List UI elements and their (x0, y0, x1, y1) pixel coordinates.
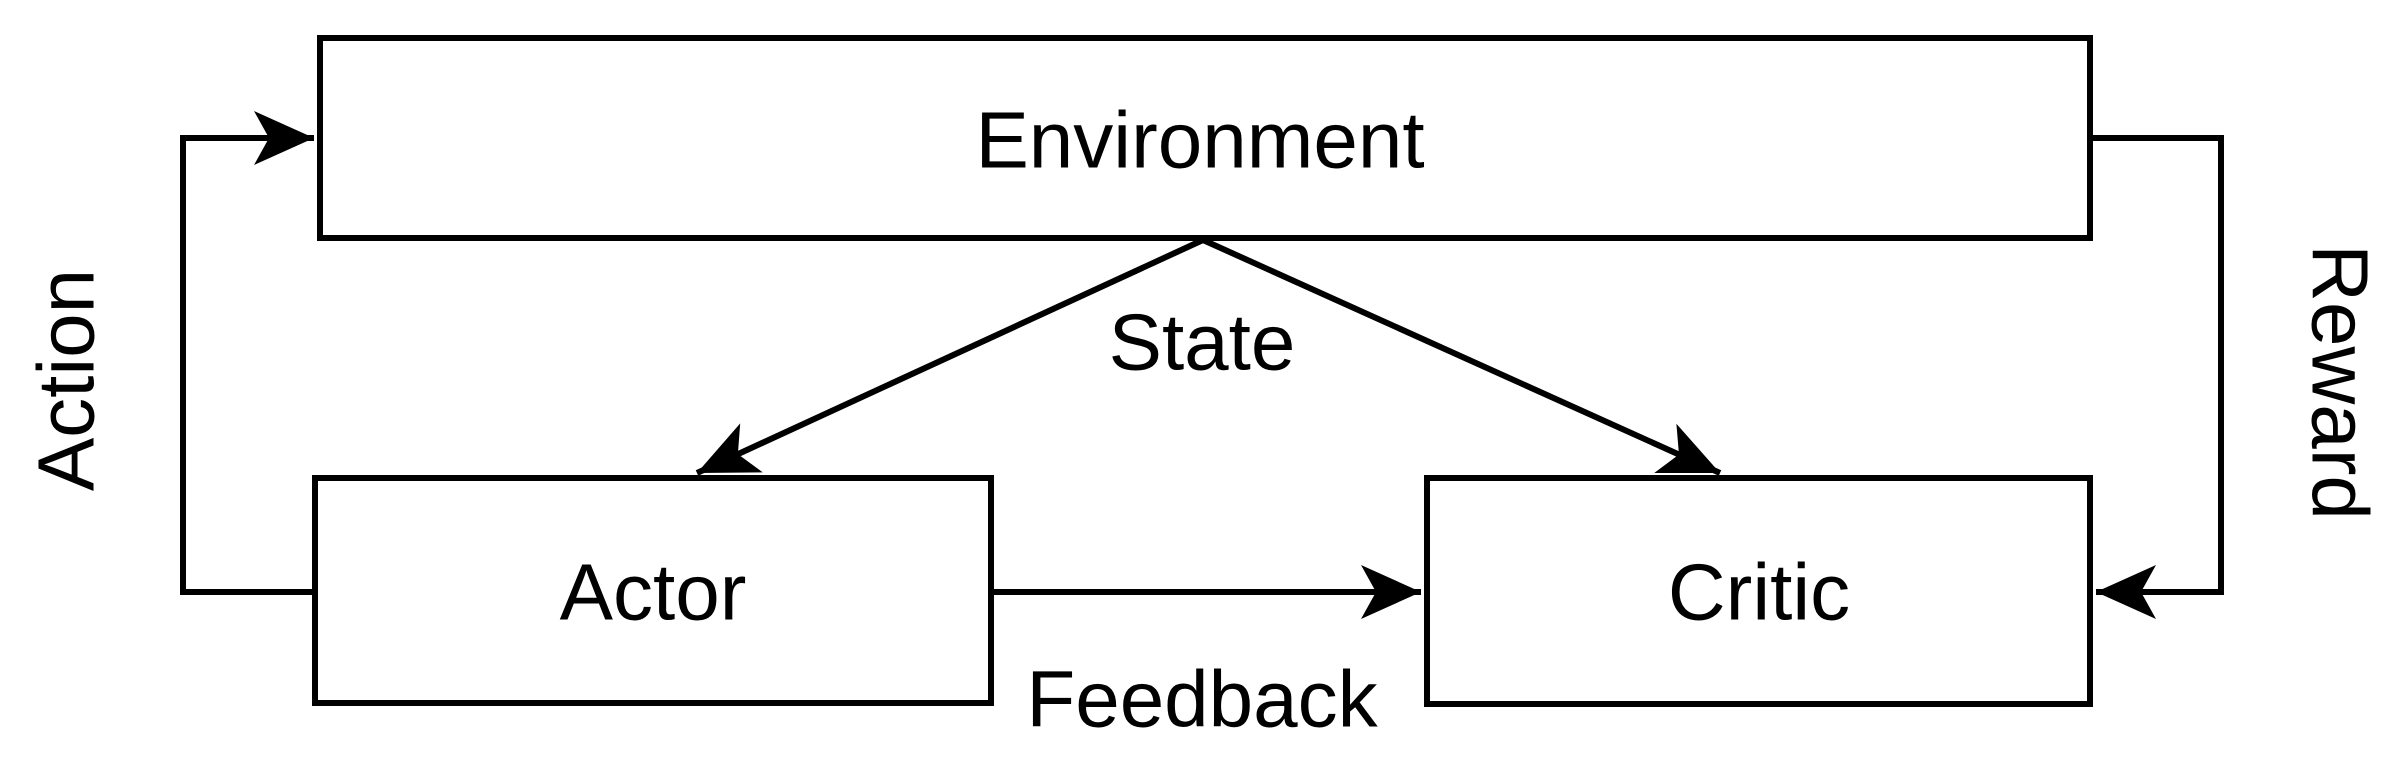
action-arrow (180, 111, 315, 595)
state-arrow-to-critic (1201, 237, 1722, 476)
critic-box (1424, 475, 2093, 707)
edge-state: State (695, 237, 1722, 476)
node-critic: Critic (1424, 475, 2093, 707)
actor-label: Actor (560, 548, 747, 637)
node-environment: Environment (317, 35, 2093, 241)
edge-action: Action (22, 111, 315, 595)
environment-box (317, 35, 2093, 241)
edge-reward: Reward (2090, 135, 2385, 619)
critic-label: Critic (1668, 548, 1850, 637)
actor-box (312, 475, 994, 706)
reward-edge-label: Reward (2296, 244, 2385, 520)
node-actor: Actor (312, 475, 994, 706)
state-edge-label: State (1109, 298, 1296, 387)
feedback-edge-label: Feedback (1026, 655, 1378, 744)
edge-feedback: Feedback (991, 565, 1421, 744)
environment-label: Environment (975, 96, 1424, 185)
reward-arrow (2090, 135, 2224, 619)
action-edge-label: Action (22, 269, 111, 491)
state-arrow-to-actor (695, 237, 1205, 476)
